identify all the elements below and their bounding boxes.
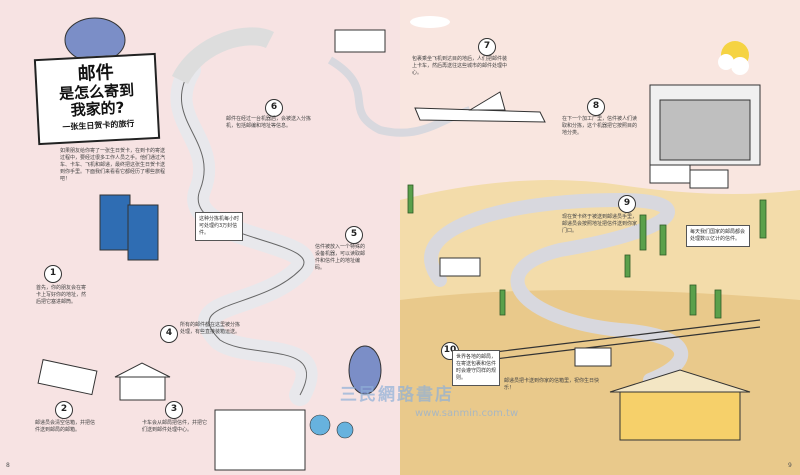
step-number: 6 <box>265 99 283 117</box>
step-number: 1 <box>44 265 62 283</box>
callout-box-bottom: 世界各地的邮局，在寄送包裹和信件时会遵守同样的规则。 <box>452 350 500 386</box>
step-number: 8 <box>587 98 605 116</box>
step-text: 邮递员把卡送到你家的信箱里，祝你生日快乐！ <box>504 378 600 391</box>
step-text: 所有的邮件都在这里被分拣处理，有些直接装箱运送。 <box>180 322 241 335</box>
step-number: 2 <box>55 401 73 419</box>
step-text: 卡车会从邮局把信件，并把它们送到邮件处理中心。 <box>142 420 208 433</box>
step-number: 5 <box>345 226 363 244</box>
step-number: 4 <box>160 325 178 343</box>
callout-box-right: 每天我们国家的邮局都会处理数以亿计的信件。 <box>686 225 750 247</box>
step-number: 7 <box>478 38 496 56</box>
step-number: 9 <box>618 195 636 213</box>
step-text: 邮件在经过一台机器后，会被送入分拣机，包括邮编和地址等信息。 <box>226 116 312 129</box>
intro-text: 如果朋友给你寄了一张生日贺卡，在到卡的寄送过程中，要经过很多工作人员之手。他们通… <box>60 148 166 182</box>
page-number-left: 8 <box>6 462 10 469</box>
watermark-url: www.sanmin.com.tw <box>415 408 519 419</box>
step-text: 邮递员会清空信箱，并把信件送到邮局的邮箱。 <box>35 420 96 433</box>
step-text: 包裹乘坐飞机到达目的地后，人们把邮件装上卡车，然后再送往这些城市的邮件处理中心。 <box>412 56 508 76</box>
callout-box-left: 这种分拣机每小时可处理约3万封信件。 <box>195 212 243 241</box>
step-text: 在下一个加工厂里，信件被人们读取和分拣，这个机器把它按照目的地分类。 <box>562 116 638 136</box>
title-card: 邮件 是怎么寄到 我家的? 一张生日贺卡的旅行 <box>33 52 161 146</box>
step-text: 首先，你的朋友会在寄卡上写好你的地址，然后把它塞进邮筒。 <box>36 285 87 305</box>
page-number-right: 9 <box>788 462 792 469</box>
step-number: 3 <box>165 401 183 419</box>
step-text: 现在贺卡终于被送到邮递员手里，邮递员会按照地址把信件送到你家门口。 <box>562 214 638 234</box>
step-text: 信件被放入一个特殊的设备机器，可以读取邮件和信件上的地址编码。 <box>315 244 366 271</box>
watermark-logo-text: 三民網路書店 <box>340 385 454 405</box>
